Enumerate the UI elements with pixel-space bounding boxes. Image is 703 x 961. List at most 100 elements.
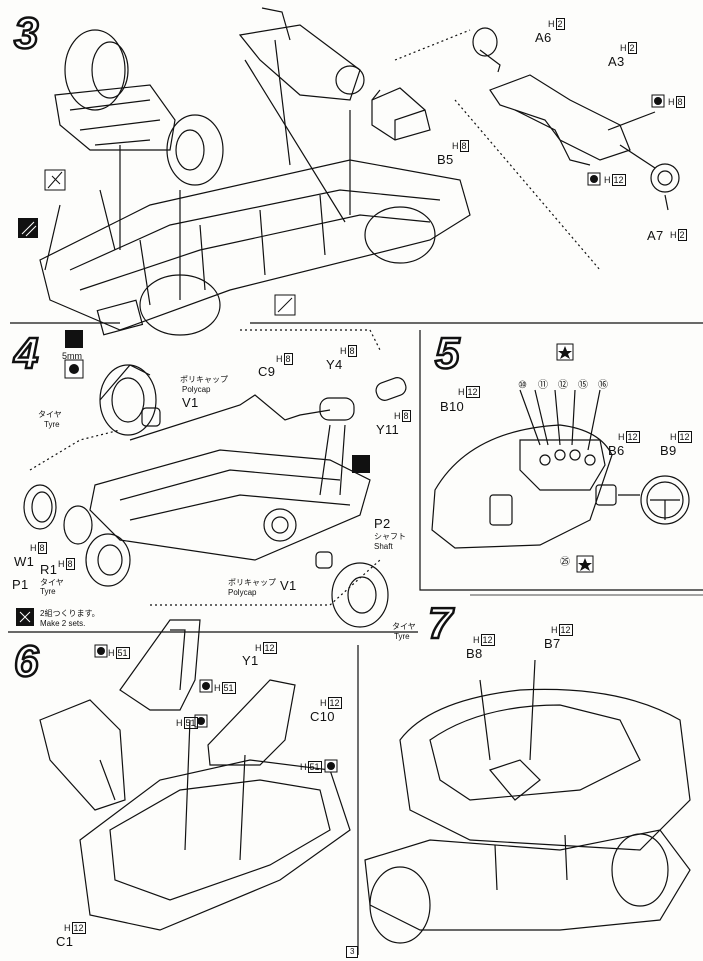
polycap-en: Polycap	[182, 385, 211, 394]
part-label-a6: A6	[535, 30, 552, 45]
part-label-c10: C10	[310, 709, 335, 724]
part-p2	[263, 508, 297, 542]
part-label-v1: V1	[182, 395, 199, 410]
polycap-jp-2: ポリキャップ	[228, 578, 276, 587]
rear-suspension-left	[54, 84, 176, 151]
part-label-y4: Y4	[326, 357, 343, 372]
tyre-jp-2: タイヤ	[40, 578, 64, 587]
part-label-v1-2: V1	[280, 578, 297, 593]
make-sets-en: Make 2 sets.	[40, 619, 86, 628]
step-number-6: 6	[13, 637, 40, 686]
part-p1	[85, 533, 131, 587]
part-label-c9: C9	[258, 364, 276, 379]
part-label-b9: B9	[660, 443, 677, 458]
tub-c1	[79, 759, 351, 931]
tyre-left	[99, 364, 157, 436]
tyre-jp-3: タイヤ	[392, 622, 416, 631]
chassis-front-arch	[364, 206, 436, 264]
part-label-w1: W1	[14, 554, 35, 569]
star-icon	[556, 343, 594, 573]
page-number: 3	[346, 946, 359, 958]
part-label-r1: R1	[40, 562, 58, 577]
dashboard-b10	[431, 424, 613, 549]
part-a3	[489, 74, 631, 161]
polycap-left	[141, 407, 161, 427]
part-label-y11: Y11	[376, 422, 400, 437]
part-r1	[63, 505, 93, 545]
part-label-a3: A3	[608, 54, 625, 69]
polycap-en-2: Polycap	[228, 588, 257, 597]
front-suspension-arm	[238, 24, 361, 101]
step-number-5: 5	[434, 329, 461, 378]
seat-y1	[119, 619, 201, 711]
chassis-step4	[89, 449, 371, 561]
part-b6	[595, 484, 617, 506]
part-label-y1: Y1	[242, 653, 259, 668]
polycap-jp: ポリキャップ	[180, 375, 228, 384]
tyre-en-3: Tyre	[394, 632, 410, 641]
hatch-icon	[64, 330, 370, 473]
part-y4	[319, 397, 355, 421]
polycap-right	[315, 551, 333, 569]
part-label-p1: P1	[12, 577, 29, 592]
tyre-jp: タイヤ	[38, 410, 62, 419]
tyre-en-2: Tyre	[40, 587, 56, 596]
rear-left-wheel	[64, 29, 126, 111]
step-number-4: 4	[13, 329, 40, 378]
shaft-jp: シャフト	[374, 532, 406, 541]
part-label-p2: P2	[374, 516, 391, 531]
tyre-right	[331, 562, 389, 628]
callout-15: ⑮	[578, 380, 588, 391]
rear-wheel	[611, 833, 669, 907]
steering-wheel-b9	[640, 475, 690, 525]
dimension-5mm: 5mm	[62, 351, 82, 361]
part-label-c1: C1	[56, 934, 74, 949]
door-panel	[39, 699, 126, 811]
part-label-b7: B7	[544, 636, 561, 651]
part-y11	[375, 377, 407, 401]
part-a7	[650, 163, 680, 193]
part-w1	[23, 484, 57, 530]
chassis-lower	[364, 829, 691, 931]
part-label-b8: B8	[466, 646, 483, 661]
part-label-a7: A7	[647, 228, 664, 243]
make-sets-icon	[16, 608, 34, 626]
step-number-3: 3	[13, 9, 40, 58]
callout-10: ⑩	[518, 380, 527, 391]
callout-12: ⑫	[558, 380, 568, 391]
callout-25: ㉕	[560, 557, 570, 568]
body-upper	[399, 688, 691, 851]
hatch-icon	[18, 218, 38, 238]
paint-icon	[94, 94, 665, 773]
front-wheel	[369, 866, 431, 944]
tyre-en: Tyre	[44, 420, 60, 429]
callout-11: ⑪	[538, 380, 548, 391]
callout-16: ⑯	[598, 380, 608, 391]
part-label-b6: B6	[608, 443, 625, 458]
step-number-7: 7	[427, 599, 454, 648]
make-sets-jp: 2組つくります。	[40, 609, 100, 618]
shaft-en: Shaft	[374, 542, 393, 551]
part-label-b10: B10	[440, 399, 465, 414]
rear-right-wheel	[166, 114, 224, 186]
